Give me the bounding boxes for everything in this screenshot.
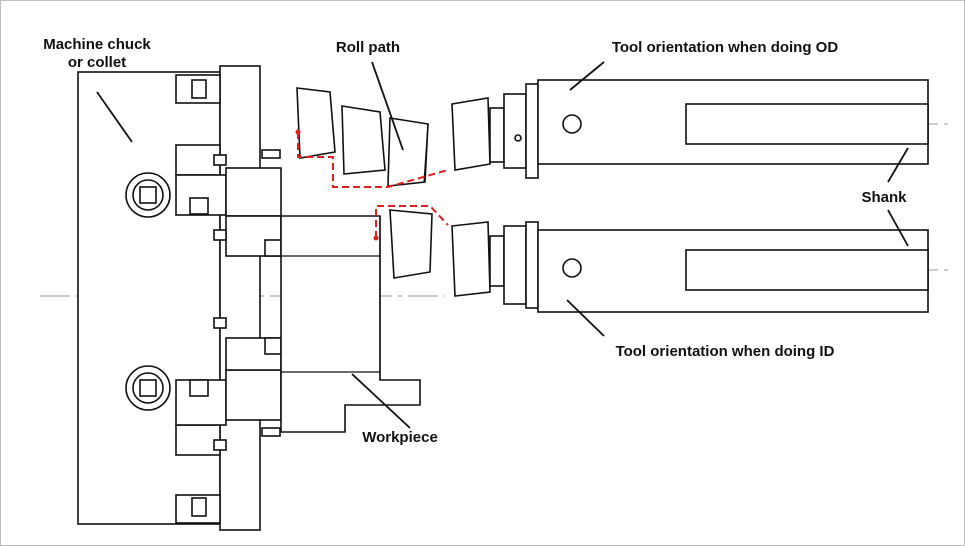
roll-path-line: [295, 129, 449, 241]
machine-chuck: [77, 65, 282, 531]
od-tool: [451, 79, 929, 179]
roll-path-leader: [371, 61, 404, 151]
label-od-orientation: Tool orientation when doing OD: [612, 39, 839, 56]
shank-leader-top: [887, 147, 909, 183]
label-id-orientation: Tool orientation when doing ID: [616, 343, 835, 360]
chuck-face: [219, 65, 261, 531]
workpiece-leader: [351, 373, 411, 429]
label-shank: Shank: [861, 189, 907, 206]
id-roller: [389, 209, 433, 279]
workpiece: [280, 215, 421, 433]
chuck-leader: [96, 91, 133, 143]
label-roll-path: Roll path: [336, 39, 400, 56]
shank-leader-bottom: [887, 209, 909, 247]
od-leader: [569, 61, 605, 91]
id-leader: [566, 299, 605, 337]
label-chuck-line2: or collet: [68, 54, 126, 71]
roll-path-rollers: [296, 87, 429, 187]
chuck-body: [77, 71, 221, 525]
label-workpiece: Workpiece: [362, 429, 438, 446]
id-tool: [451, 221, 929, 313]
label-chuck-line1: Machine chuck: [43, 36, 151, 53]
